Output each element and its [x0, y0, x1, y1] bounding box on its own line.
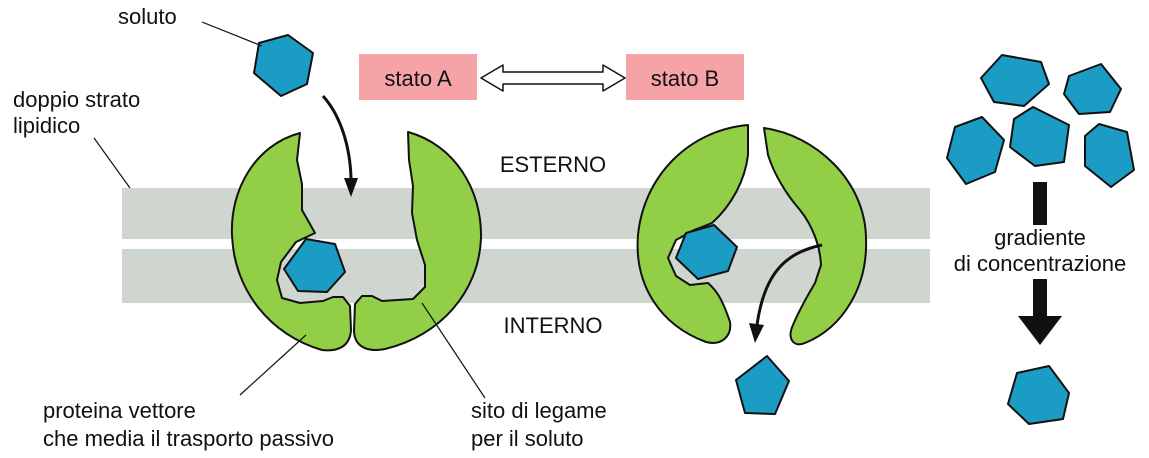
label-site-line1: sito di legame: [471, 398, 607, 423]
arrow-solute-exiting-head: [749, 323, 764, 343]
carrier-b-left-half: [636, 124, 749, 344]
leader-solute: [201, 21, 263, 47]
solute-outside-4: [1009, 106, 1070, 167]
solute-outside-5: [1084, 123, 1135, 188]
carrier-a-left-half: [230, 132, 352, 352]
arrow-solute-entering: [321, 95, 353, 179]
leader-carrier: [239, 334, 307, 396]
leader-binding-site: [421, 302, 486, 399]
gradient-arrow-head: [1018, 316, 1062, 345]
arrows: [321, 64, 1062, 345]
arrow-solute-exiting: [755, 243, 823, 326]
label-site-line2: per il soluto: [471, 426, 584, 451]
leader-bilayer: [93, 137, 131, 189]
label-inside: INTERNO: [504, 313, 603, 338]
state-b-label: stato B: [651, 66, 719, 91]
leader-lines: [93, 21, 486, 399]
carrier-a-right-half: [353, 131, 483, 351]
carrier-protein-state-a: [230, 131, 483, 352]
solute-outside-1: [980, 54, 1050, 107]
gradient-arrow-top: [1033, 182, 1047, 225]
solute-bound-b: [675, 224, 738, 280]
solute-outside-2: [1063, 63, 1122, 115]
state-b-box: stato B: [626, 54, 744, 100]
label-carrier-line2: che media il trasporto passivo: [43, 426, 334, 451]
solute-inside: [1007, 365, 1070, 425]
label-carrier-line1: proteina vettore: [43, 398, 196, 423]
arrow-solute-entering-head: [344, 178, 358, 197]
label-outside: ESTERNO: [500, 152, 606, 177]
state-a-box: stato A: [359, 54, 477, 100]
label-gradient-line1: gradiente: [994, 225, 1086, 250]
gradient-arrow-shaft: [1033, 279, 1047, 316]
label-bilayer-line1: doppio strato: [13, 87, 140, 112]
solute-outside-3: [946, 116, 1005, 185]
carrier-b-right-half: [763, 127, 868, 346]
carrier-protein-state-b: [636, 124, 868, 346]
state-transition-double-arrow: [480, 64, 626, 92]
solute-released-b: [735, 355, 790, 415]
state-a-label: stato A: [384, 66, 452, 91]
label-solute: soluto: [118, 4, 177, 29]
label-bilayer-line2: lipidico: [13, 113, 80, 138]
label-gradient-line2: di concentrazione: [954, 251, 1126, 276]
text-labels: soluto doppio strato lipidico ESTERNO IN…: [13, 4, 1126, 451]
solute-incoming: [253, 34, 314, 97]
solute-bound-a: [283, 238, 346, 293]
free-solutes: [253, 34, 1135, 425]
